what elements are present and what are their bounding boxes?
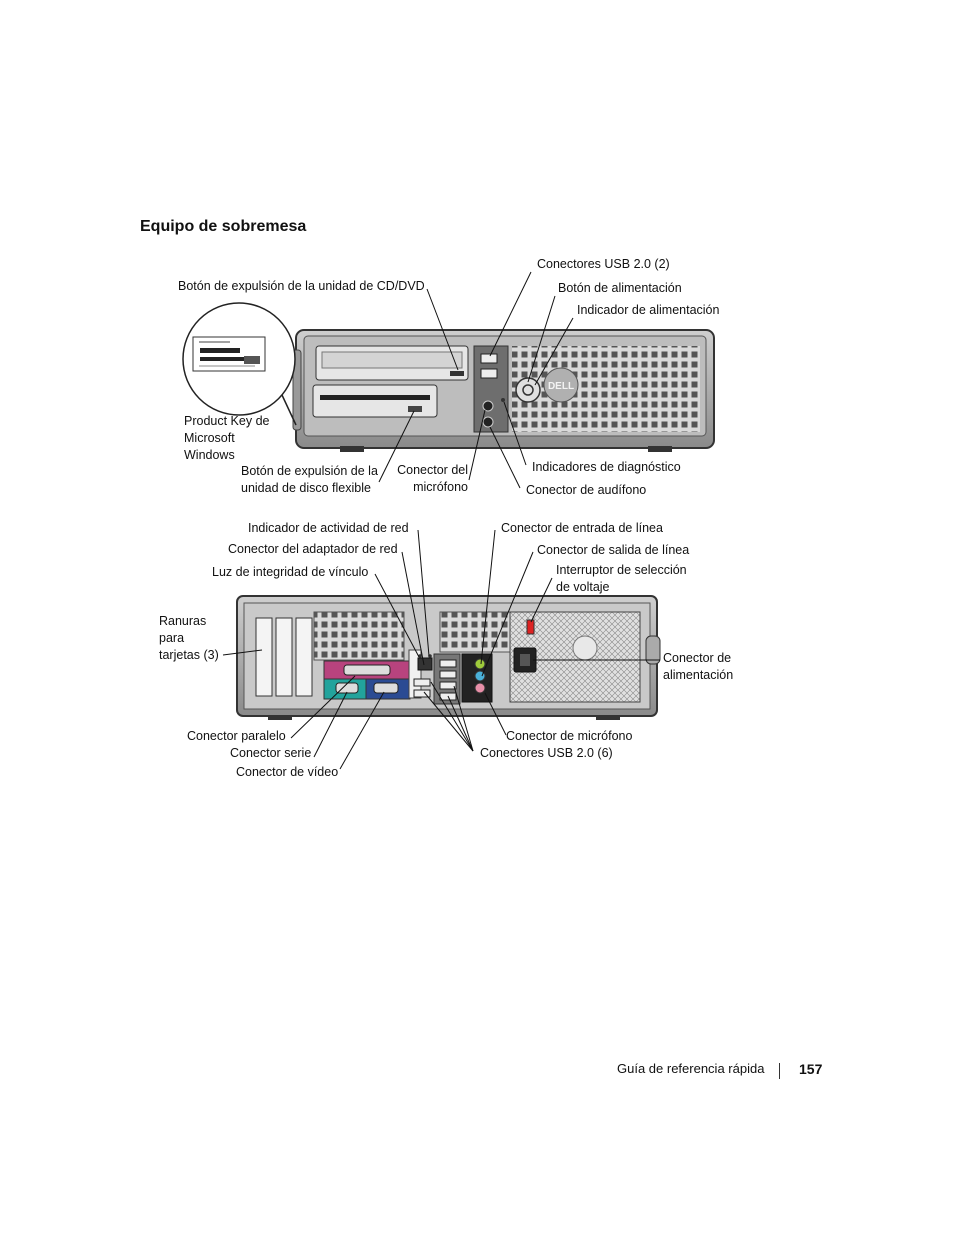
label-product-key: Product Key de Microsoft Windows — [184, 414, 270, 462]
usb-back-port[interactable] — [413, 689, 431, 698]
back-callouts — [222, 529, 660, 770]
diagnostic-lights — [501, 398, 505, 402]
section-title: Equipo de sobremesa — [140, 218, 307, 235]
footer-separator — [779, 1063, 780, 1079]
usb-back-port[interactable] — [439, 670, 457, 679]
label-serial: Conector serie — [230, 746, 312, 760]
network-port[interactable] — [417, 657, 433, 671]
label-usb-front: Conectores USB 2.0 (2) — [537, 257, 670, 271]
mic-front-jack[interactable] — [482, 400, 494, 412]
footer-guide-title: Guía de referencia rápida — [617, 1061, 765, 1076]
floppy-eject-button[interactable] — [408, 406, 422, 412]
usb-front-port-2[interactable] — [480, 368, 498, 379]
mic-back-jack[interactable] — [474, 682, 486, 694]
usb-back-port[interactable] — [439, 659, 457, 668]
label-mic-back: Conector de micrófono — [506, 729, 633, 743]
label-voltage-switch: Interruptor de selección de voltaje — [556, 563, 687, 594]
front-callouts — [378, 271, 574, 489]
label-floppy-eject: Botón de expulsión de la unidad de disco… — [241, 464, 378, 495]
card-slot-1 — [255, 617, 273, 697]
voltage-selection-switch[interactable] — [526, 619, 535, 635]
label-headphone: Conector de audífono — [526, 483, 647, 497]
label-parallel: Conector paralelo — [187, 729, 286, 743]
label-video: Conector de vídeo — [236, 765, 339, 779]
back-view — [236, 595, 661, 720]
label-line-in: Conector de entrada de línea — [501, 521, 663, 535]
usb-front-port-1[interactable] — [480, 353, 498, 364]
front-view: DELL DELL — [182, 302, 715, 452]
svg-text:DELL: DELL — [548, 381, 574, 392]
usb-back-port[interactable] — [439, 681, 457, 690]
label-link-light: Luz de integridad de vínculo — [212, 565, 369, 579]
page-number: 157 — [799, 1061, 823, 1077]
label-cd-eject: Botón de expulsión de la unidad de CD/DV… — [178, 279, 425, 293]
label-power-connector: Conector de alimentación — [663, 651, 734, 682]
label-line-out: Conector de salida de línea — [537, 543, 690, 557]
label-mic-front: Conector del micrófono — [397, 463, 468, 494]
front-vent — [512, 346, 700, 432]
label-power-light: Indicador de alimentación — [577, 303, 720, 317]
label-card-slots: Ranuras para tarjetas (3) — [159, 614, 219, 662]
label-net-activity: Indicador de actividad de red — [248, 521, 409, 535]
headphone-jack[interactable] — [482, 416, 494, 428]
label-usb-back: Conectores USB 2.0 (6) — [480, 746, 613, 760]
cd-eject-button[interactable] — [450, 371, 464, 376]
label-power-button: Botón de alimentación — [558, 281, 682, 295]
floppy-drive — [312, 384, 438, 418]
line-in-jack[interactable] — [474, 658, 486, 670]
card-slot-2 — [275, 617, 293, 697]
usb-back-port[interactable] — [413, 678, 431, 687]
label-diag-lights: Indicadores de diagnóstico — [532, 460, 681, 474]
card-slot-3 — [295, 617, 313, 697]
label-net-adapter: Conector del adaptador de red — [228, 542, 398, 556]
product-key-sticker — [192, 336, 266, 372]
